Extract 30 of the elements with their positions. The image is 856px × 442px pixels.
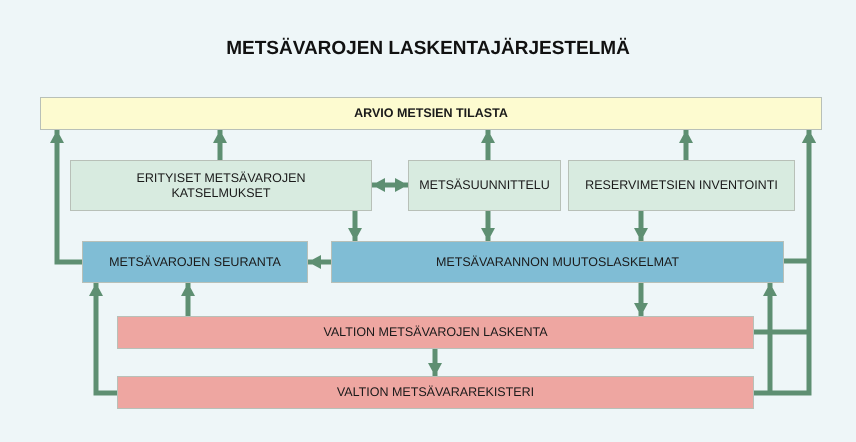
arrow — [679, 130, 693, 160]
node-label: METSÄVAROJEN SEURANTA — [109, 254, 281, 270]
arrow — [634, 211, 648, 241]
arrow — [181, 283, 195, 316]
process-box — [82, 241, 308, 283]
process-box — [408, 160, 561, 211]
process-box — [331, 241, 784, 283]
node-label: METSÄSUUNNITTELU — [419, 178, 550, 193]
node-label: ARVIO METSIEN TILASTA — [354, 106, 508, 121]
arrow — [89, 283, 117, 396]
node-label: VALTION METSÄVARAREKISTERI — [336, 385, 534, 400]
arrow — [481, 211, 495, 241]
arrow — [213, 130, 227, 160]
arrow — [634, 283, 648, 316]
process-box — [568, 160, 795, 211]
arrow — [50, 130, 82, 264]
diagram-title: METSÄVAROJEN LASKENTAJÄRJESTELMÄ — [225, 38, 631, 60]
arrow — [372, 178, 408, 192]
node-label: ERITYISET METSÄVAROJEN KATSELMUKSET — [135, 171, 306, 200]
arrow — [348, 211, 362, 241]
process-box — [40, 97, 822, 130]
node-label: RESERVIMETSIEN INVENTOINTI — [585, 178, 778, 193]
arrow — [308, 255, 331, 269]
node-label: VALTION METSÄVAROJEN LASKENTA — [323, 325, 548, 340]
process-box — [70, 160, 372, 211]
process-box — [117, 376, 754, 409]
process-box — [117, 316, 754, 349]
arrow — [481, 130, 495, 160]
arrow — [428, 349, 442, 376]
node-label: METSÄVARANNON MUUTOSLASKELMAT — [436, 254, 680, 270]
